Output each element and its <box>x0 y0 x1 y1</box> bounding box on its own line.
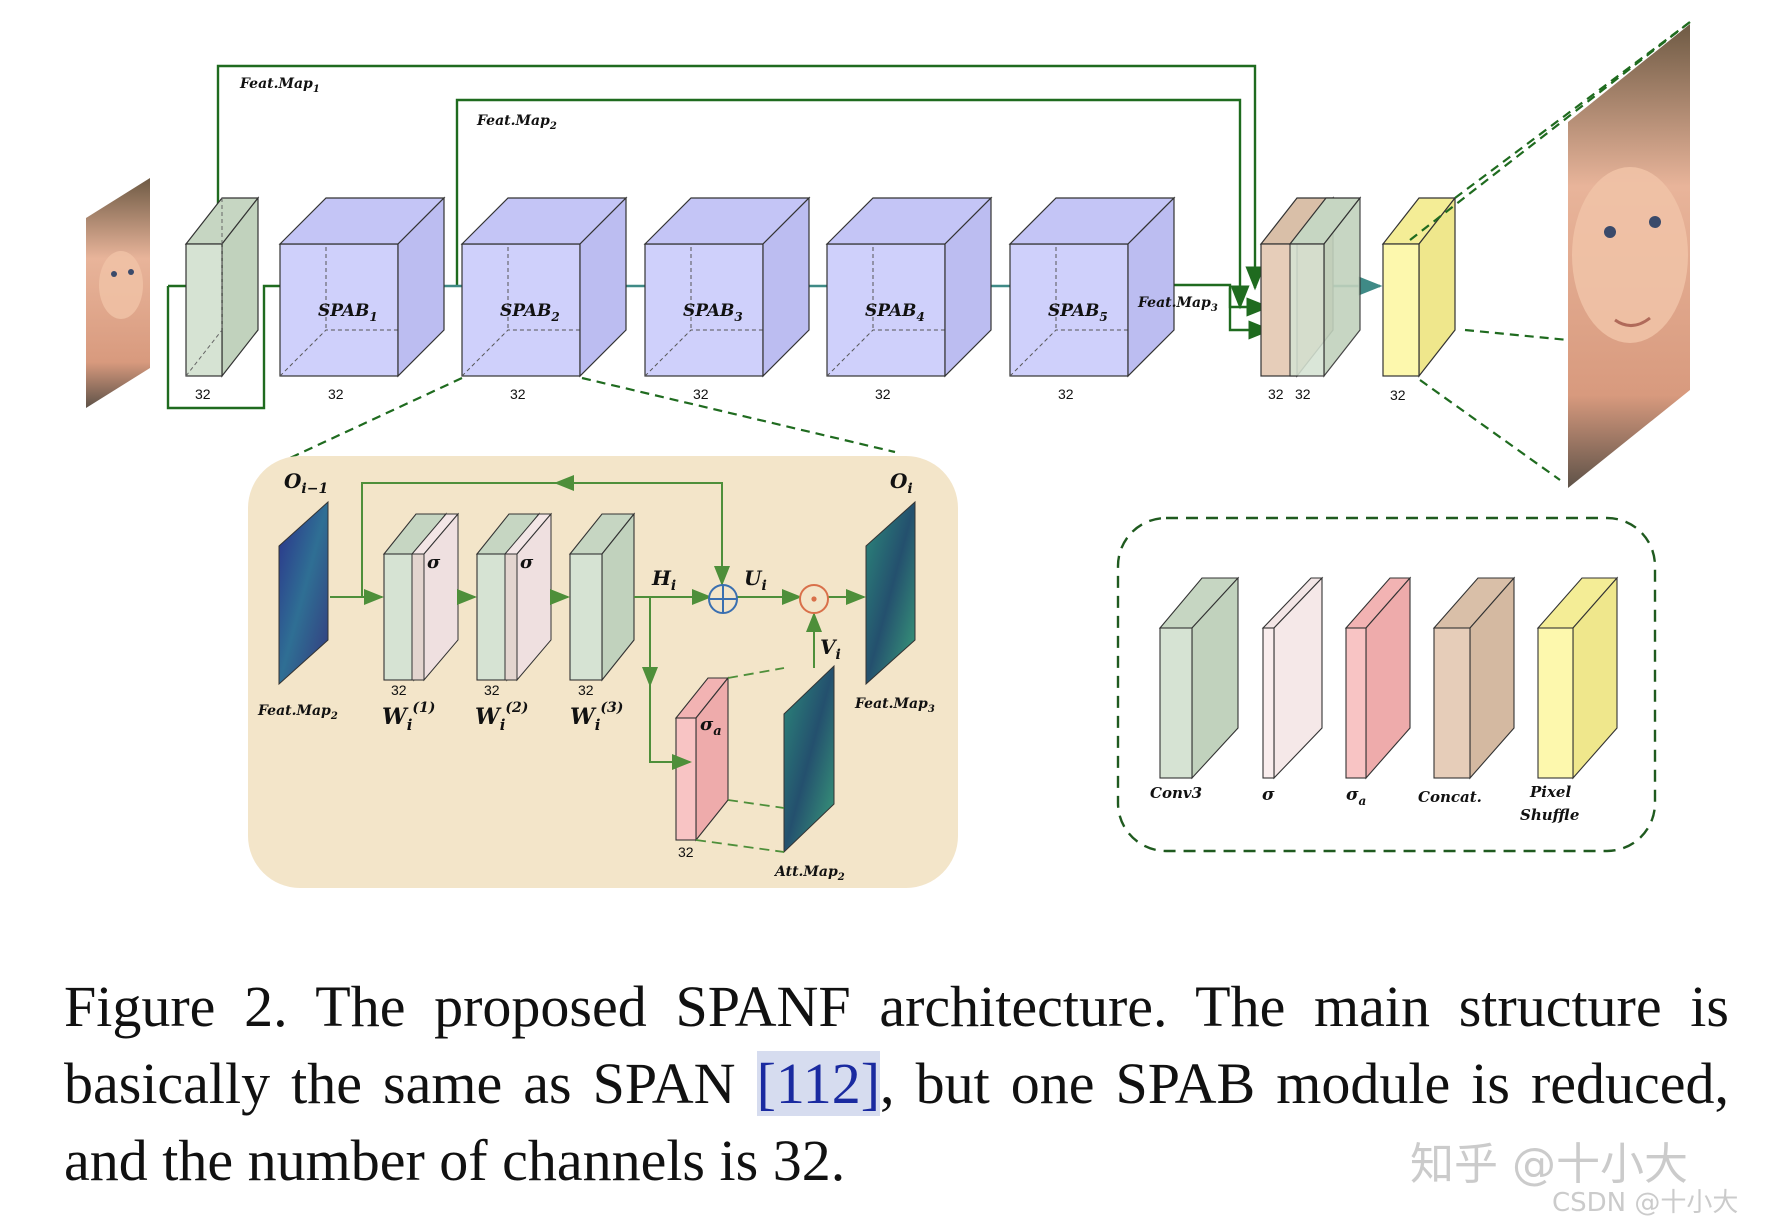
spab-block-5 <box>1008 196 1176 378</box>
channels-conv-out: 32 <box>1295 386 1311 402</box>
spab-label-5: SPAB5 <box>1048 301 1108 324</box>
h-label: Hi <box>651 566 676 594</box>
citation-link[interactable]: [112] <box>756 1051 881 1116</box>
legend-sigma: σ <box>1262 785 1275 805</box>
channels-spab-3: 32 <box>693 386 709 402</box>
channels-spab-2: 32 <box>510 386 526 402</box>
w1-label: Wi(1) <box>382 700 435 734</box>
zoom-lines <box>289 21 1691 481</box>
sigma-label-2: σ <box>520 552 534 573</box>
multiply-operator <box>799 584 829 614</box>
spab-block-3 <box>643 196 811 378</box>
spab-blocks <box>278 196 1176 378</box>
add-operator <box>708 584 738 614</box>
feat-map-3-label: Feat.Map3 <box>1137 295 1218 314</box>
channels-sigma-a: 32 <box>678 844 694 860</box>
v-label: Vi <box>820 635 841 663</box>
w2-label: Wi(2) <box>475 700 528 734</box>
watermark-zhihu: 知乎 @十小大 <box>1410 1139 1688 1190</box>
sigma-label-1: σ <box>427 552 441 573</box>
watermark-csdn: CSDN @十小大 <box>1552 1188 1739 1218</box>
spab-block-2 <box>460 196 628 378</box>
figure-caption: Figure 2. The proposed SPANF architectur… <box>64 974 1729 1193</box>
channels-spab-1: 32 <box>328 386 344 402</box>
spab-block-1 <box>278 196 446 378</box>
detail-feat-map-in: Feat.Map2 <box>257 703 338 722</box>
w3-label: Wi(3) <box>570 700 623 734</box>
spab-label-1: SPAB1 <box>318 301 378 324</box>
sigma-a-label: σa <box>700 714 722 739</box>
spab-label-2: SPAB2 <box>500 301 560 324</box>
conv3-block-input <box>184 196 260 378</box>
output-image <box>1568 24 1690 488</box>
legend-shuffle: Shuffle <box>1520 806 1579 824</box>
detail-feat-map-out: Feat.Map3 <box>854 696 935 715</box>
feat-map-2-label: Feat.Map2 <box>476 113 557 132</box>
legend-sigma-a: σa <box>1346 785 1366 808</box>
channels-w2: 32 <box>484 682 500 698</box>
channels-conv-in: 32 <box>195 386 211 402</box>
conv3-block-output <box>1288 196 1362 378</box>
channels-w1: 32 <box>391 682 407 698</box>
architecture-diagram: Feat.Map1 Feat.Map2 Feat.Map3 SPAB1 32 SPA… <box>86 21 1691 888</box>
u-label: Ui <box>744 566 767 594</box>
legend <box>1116 516 1657 853</box>
spab-block-4 <box>825 196 993 378</box>
legend-pixel: Pixel <box>1529 783 1571 801</box>
channels-pixel-shuffle: 32 <box>1390 387 1406 403</box>
pixel-shuffle-block <box>1381 196 1457 378</box>
channels-concat: 32 <box>1268 386 1284 402</box>
spab-label-3: SPAB3 <box>683 301 743 324</box>
feat-map-1-label: Feat.Map1 <box>239 76 320 95</box>
att-map-label: Att.Map2 <box>773 864 845 883</box>
skip-connections <box>166 64 1273 410</box>
o-cur-label: Oi <box>890 469 913 497</box>
channels-spab-4: 32 <box>875 386 891 402</box>
channels-w3: 32 <box>578 682 594 698</box>
o-prev-label: Oi−1 <box>284 469 328 497</box>
channels-spab-5: 32 <box>1058 386 1074 402</box>
legend-conv3: Conv3 <box>1150 784 1202 802</box>
spab-label-4: SPAB4 <box>865 301 925 324</box>
spab-detail-panel <box>248 456 958 888</box>
input-image <box>86 178 150 408</box>
legend-concat: Concat. <box>1418 788 1482 806</box>
